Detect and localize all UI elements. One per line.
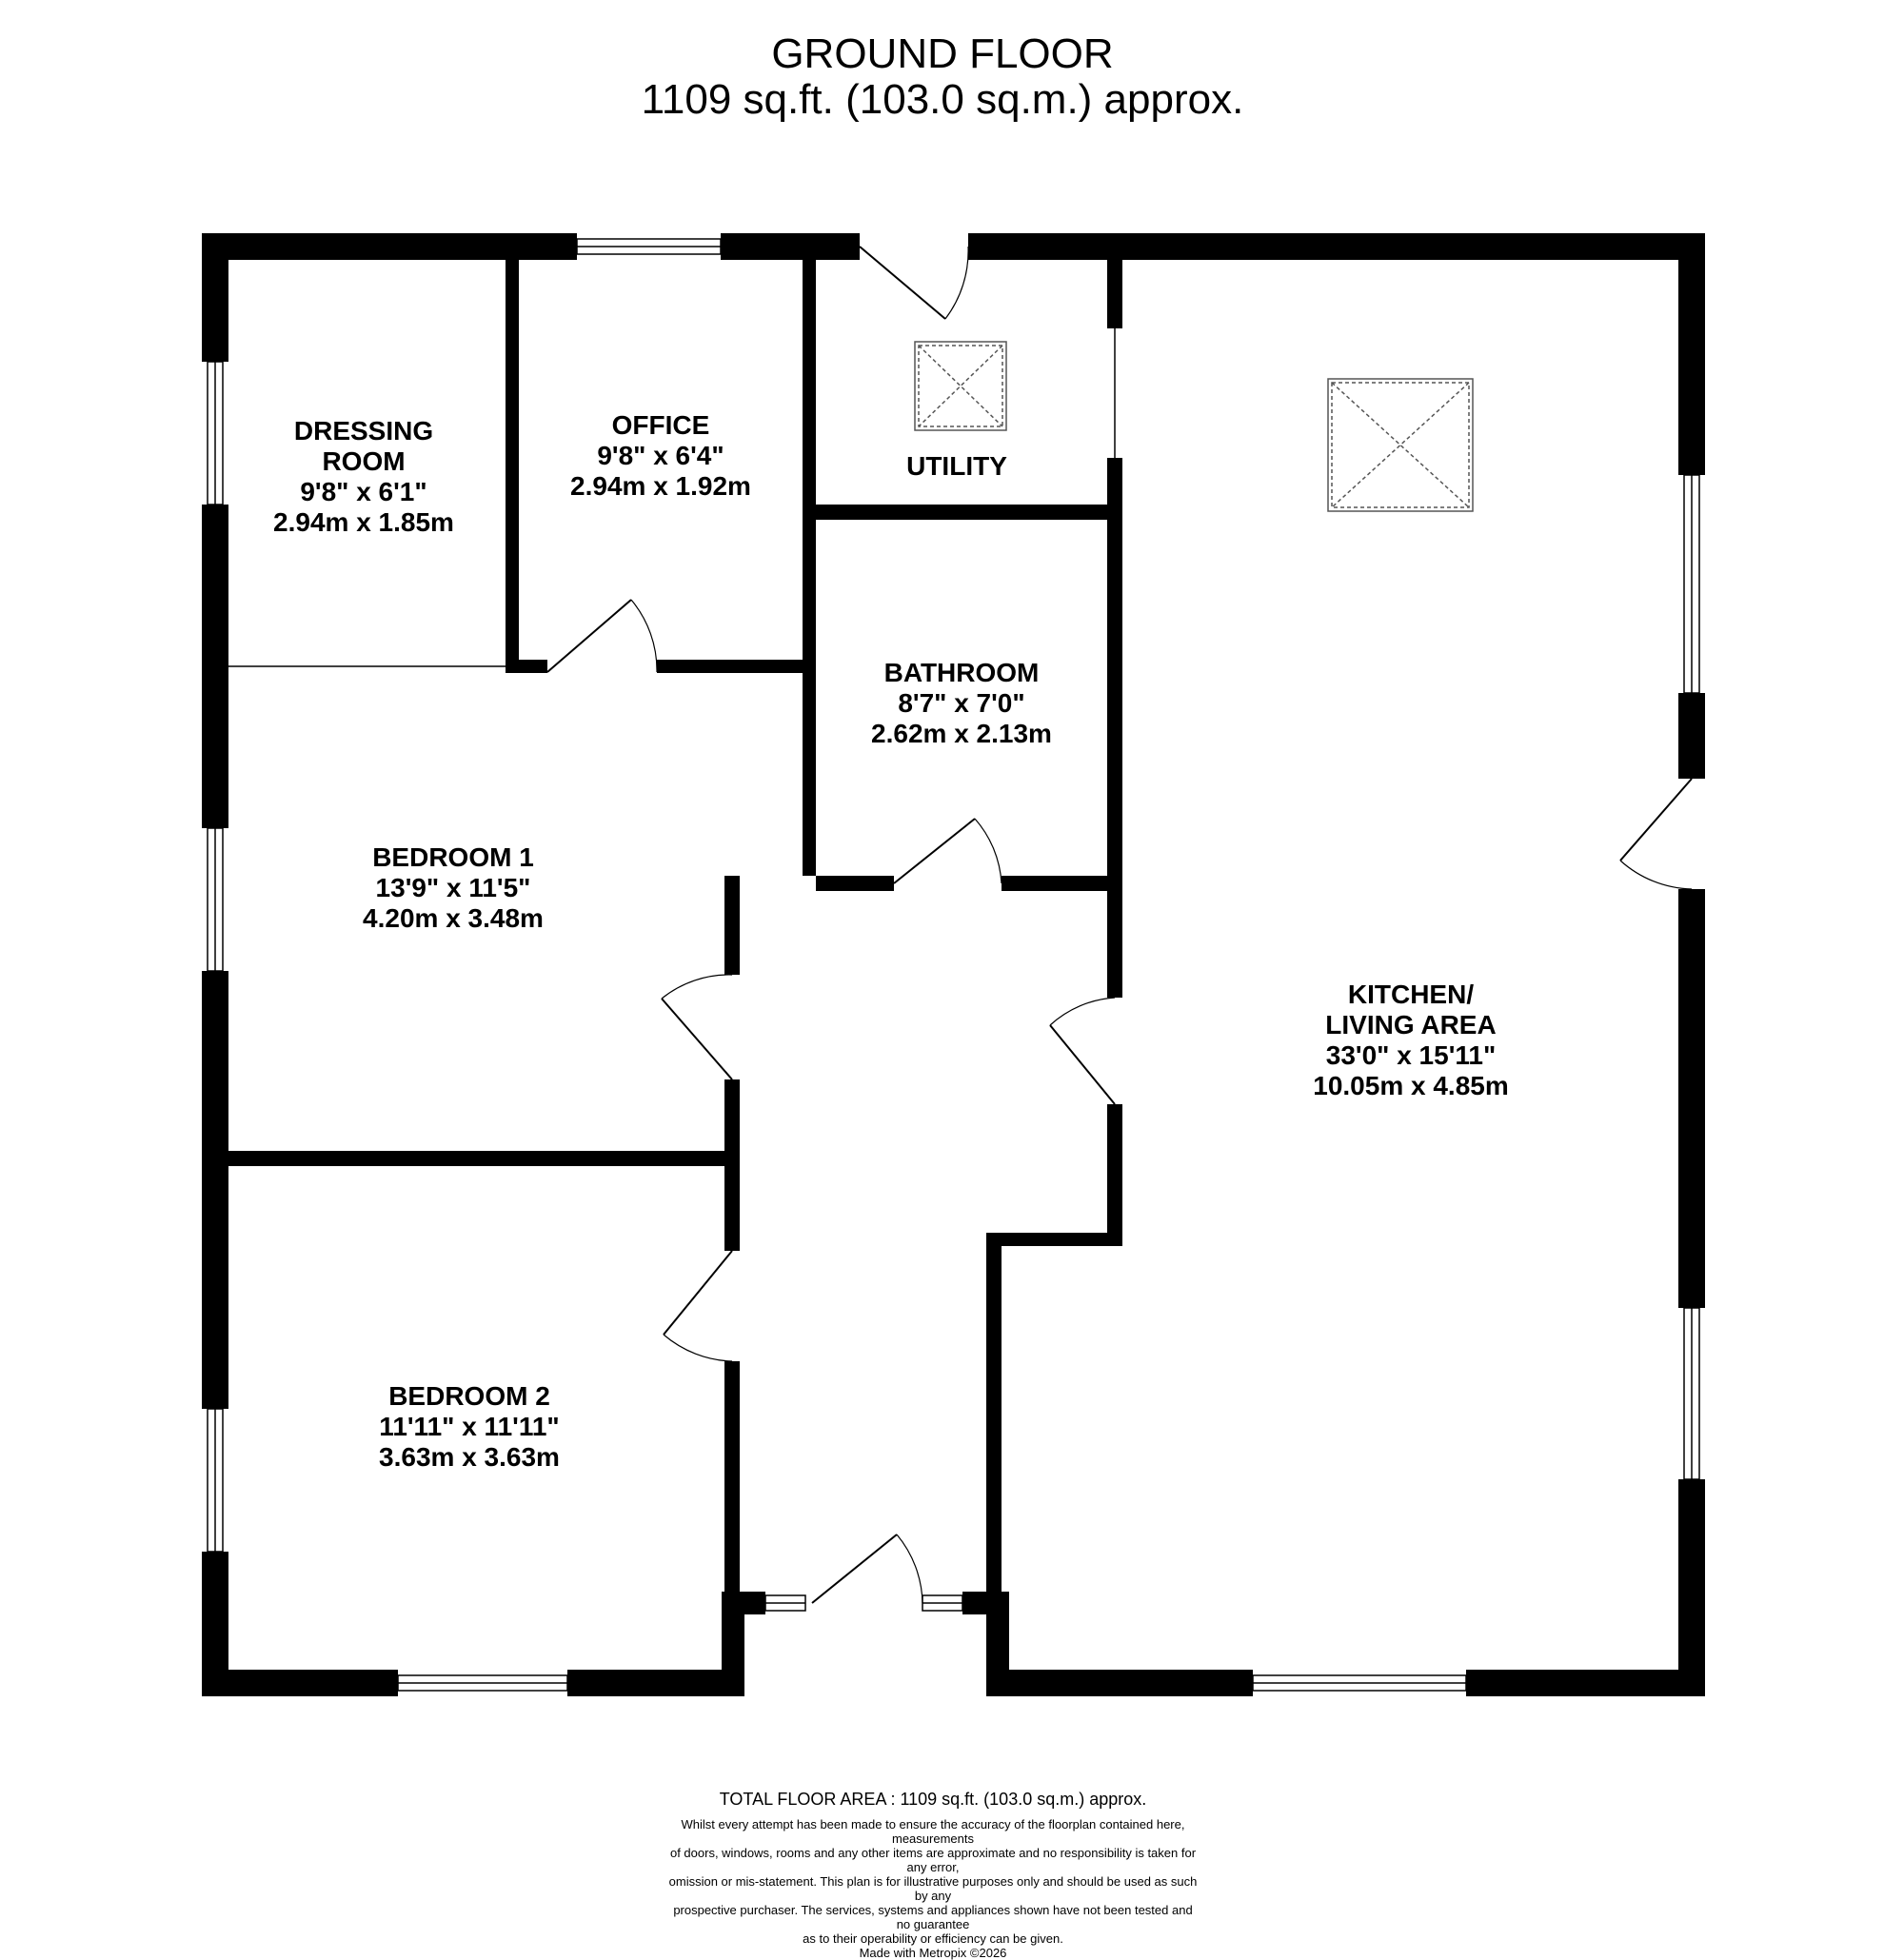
room-dimensions-metric: 4.20m x 3.48m: [363, 903, 544, 933]
room-dimensions-imperial: 9'8" x 6'1": [300, 477, 427, 506]
floor-plan: [202, 233, 1705, 1696]
room-name: BATHROOM: [883, 658, 1040, 687]
room-dimensions-metric: 2.94m x 1.85m: [273, 507, 454, 537]
floor-area: 1109 sq.ft. (103.0 sq.m.) approx.: [641, 76, 1244, 123]
room-name: DRESSING: [293, 416, 434, 445]
room-name: KITCHEN/: [1347, 980, 1475, 1009]
thin-partitions: [215, 328, 1116, 667]
room-dimensions-imperial: 13'9" x 11'5": [375, 873, 531, 902]
walls: [202, 233, 1705, 1696]
room-label-bedroom-2: BEDROOM 2 11'11" x 11'11" 3.63m x 3.63m: [269, 1381, 669, 1473]
disclaimer-line: Whilst every attempt has been made to en…: [681, 1817, 1185, 1846]
total-floor-area: TOTAL FLOOR AREA : 1109 sq.ft. (103.0 sq…: [719, 1790, 1147, 1809]
room-name: BEDROOM 2: [388, 1381, 550, 1411]
disclaimer-line: as to their operability or efficiency ca…: [803, 1931, 1063, 1946]
room-name: UTILITY: [906, 451, 1007, 481]
room-dimensions-metric: 2.62m x 2.13m: [871, 719, 1052, 748]
skylights: [914, 341, 1474, 512]
doors: [546, 246, 1693, 1604]
footer: TOTAL FLOOR AREA : 1109 sq.ft. (103.0 sq…: [666, 1789, 1200, 1960]
room-name: OFFICE: [611, 410, 710, 440]
disclaimer-line: of doors, windows, rooms and any other i…: [669, 1846, 1197, 1874]
room-label-bedroom-1: BEDROOM 1 13'9" x 11'5" 4.20m x 3.48m: [253, 842, 653, 934]
room-dimensions-imperial: 8'7" x 7'0": [898, 688, 1025, 718]
room-name: BEDROOM 1: [372, 842, 534, 872]
floor-title: GROUND FLOOR: [771, 30, 1114, 77]
windows: [207, 238, 1700, 1692]
room-label-utility: UTILITY: [757, 451, 1157, 482]
room-name: ROOM: [322, 446, 406, 476]
room-dimensions-imperial: 11'11" x 11'11": [379, 1412, 560, 1441]
room-dimensions-metric: 3.63m x 3.63m: [379, 1442, 560, 1472]
disclaimer-line: omission or mis-statement. This plan is …: [668, 1874, 1198, 1903]
room-label-bathroom: BATHROOM 8'7" x 7'0" 2.62m x 2.13m: [762, 658, 1161, 749]
room-dimensions-metric: 2.94m x 1.92m: [570, 471, 751, 501]
room-dimensions-imperial: 33'0" x 15'11": [1325, 1040, 1497, 1070]
room-dimensions-metric: 10.05m x 4.85m: [1313, 1071, 1509, 1100]
room-name: LIVING AREA: [1325, 1010, 1497, 1039]
made-with-credit: Made with Metropix ©2026: [859, 1946, 1007, 1960]
room-label-kitchen-living-area: KITCHEN/ LIVING AREA 33'0" x 15'11" 10.0…: [1211, 980, 1611, 1101]
disclaimer-line: prospective purchaser. The services, sys…: [673, 1903, 1193, 1931]
room-label-office: OFFICE 9'8" x 6'4" 2.94m x 1.92m: [461, 410, 861, 502]
room-dimensions-imperial: 9'8" x 6'4": [597, 441, 724, 470]
room-label-dressing-room: DRESSING ROOM 9'8" x 6'1" 2.94m x 1.85m: [164, 416, 564, 538]
